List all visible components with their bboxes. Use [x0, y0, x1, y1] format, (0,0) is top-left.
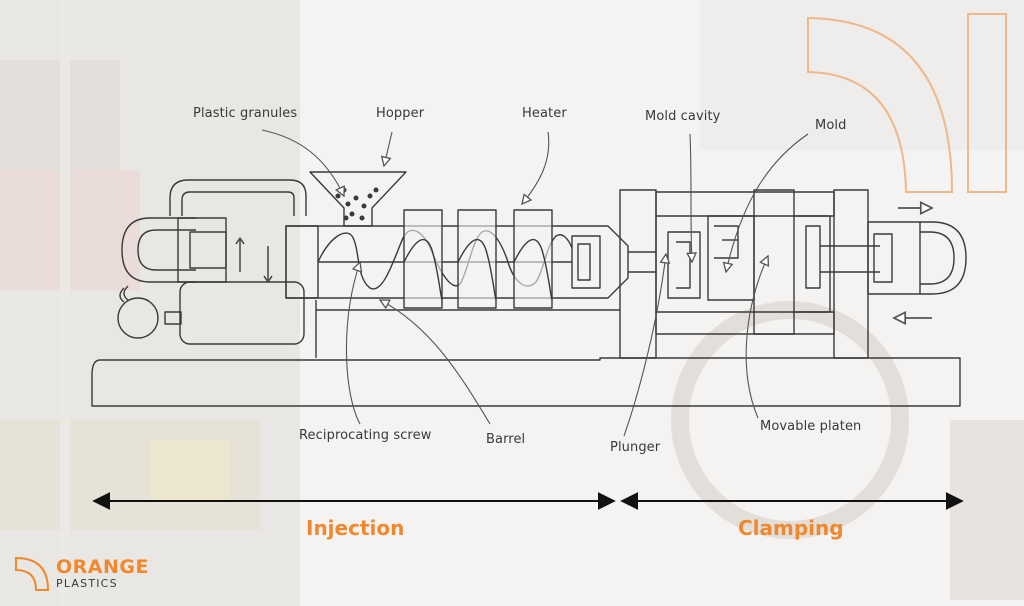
movable-platen: [753, 189, 795, 335]
heater-band-1: [403, 209, 443, 309]
label-movable-platen: Movable platen: [760, 419, 862, 434]
clamp-cylinder: [867, 221, 921, 295]
label-plastic-granules: Plastic granules: [193, 106, 298, 121]
hydraulic-loop: [121, 217, 196, 283]
leader-mold-cavity: [690, 133, 692, 262]
leader-mold: [726, 133, 809, 272]
leader-plunger: [623, 254, 666, 437]
label-reciprocating-screw: Reciprocating screw: [299, 428, 432, 443]
hydraulic-tank: [179, 281, 305, 345]
leader-barrel: [380, 300, 491, 425]
leader-reciprocating-screw: [345, 262, 360, 425]
stationary-platen: [619, 189, 657, 359]
leader-heater: [522, 131, 550, 204]
logo-mark-icon: [15, 556, 50, 591]
leader-plastic-granules: [261, 129, 344, 196]
decor-quarter-ring: [807, 16, 954, 193]
rear-platen: [833, 189, 869, 359]
section-injection: Injection: [306, 516, 405, 540]
decor-bar: [967, 13, 1007, 193]
hydraulic-cylinder: [177, 217, 227, 283]
label-mold-cavity: Mold cavity: [645, 109, 721, 124]
logo-sub: PLASTICS: [56, 577, 118, 590]
logo: ORANGE PLASTICS: [14, 556, 174, 596]
label-plunger: Plunger: [610, 440, 661, 455]
mold-cavity: [667, 231, 701, 299]
heater-band-2: [457, 209, 497, 309]
label-mold: Mold: [815, 118, 847, 133]
label-hopper: Hopper: [376, 106, 425, 121]
pump-circle: [117, 297, 159, 339]
hydraulic-pipe: [169, 179, 307, 216]
machine-base: [91, 357, 961, 407]
leader-hopper: [384, 131, 393, 166]
heater-band-3: [513, 209, 553, 309]
logo-brand: ORANGE: [56, 556, 149, 578]
section-clamping: Clamping: [738, 516, 844, 540]
label-barrel: Barrel: [486, 432, 526, 447]
hopper: [309, 171, 407, 227]
leader-movable-platen: [745, 256, 768, 419]
label-heater: Heater: [522, 106, 567, 121]
